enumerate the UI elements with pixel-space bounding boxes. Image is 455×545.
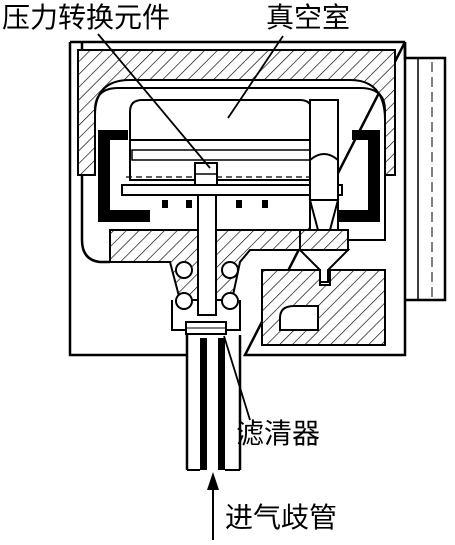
terminal-post-hatch — [299, 229, 349, 251]
silicon-chip — [131, 149, 311, 161]
right-block-slot — [279, 305, 319, 331]
leader-lines — [97, 33, 284, 421]
support-plate — [121, 184, 343, 196]
terminal-post — [308, 99, 340, 231]
plate-holes — [162, 200, 268, 208]
diaphragm-ring — [98, 130, 150, 222]
intake-pipe — [185, 335, 242, 471]
outer-housing — [68, 40, 447, 357]
chamber-wall — [94, 87, 386, 241]
central-stem — [197, 194, 217, 316]
filter-label: 滤清器 — [236, 417, 321, 450]
pressure-element-label: 压力转换元件 — [2, 1, 171, 34]
intake-manifold-label: 进气歧管 — [225, 501, 338, 534]
intake-arrow — [207, 472, 219, 540]
lower-body-right — [215, 229, 301, 301]
spring-coils — [175, 261, 239, 310]
vacuum-chamber-label: 真空室 — [266, 1, 351, 34]
